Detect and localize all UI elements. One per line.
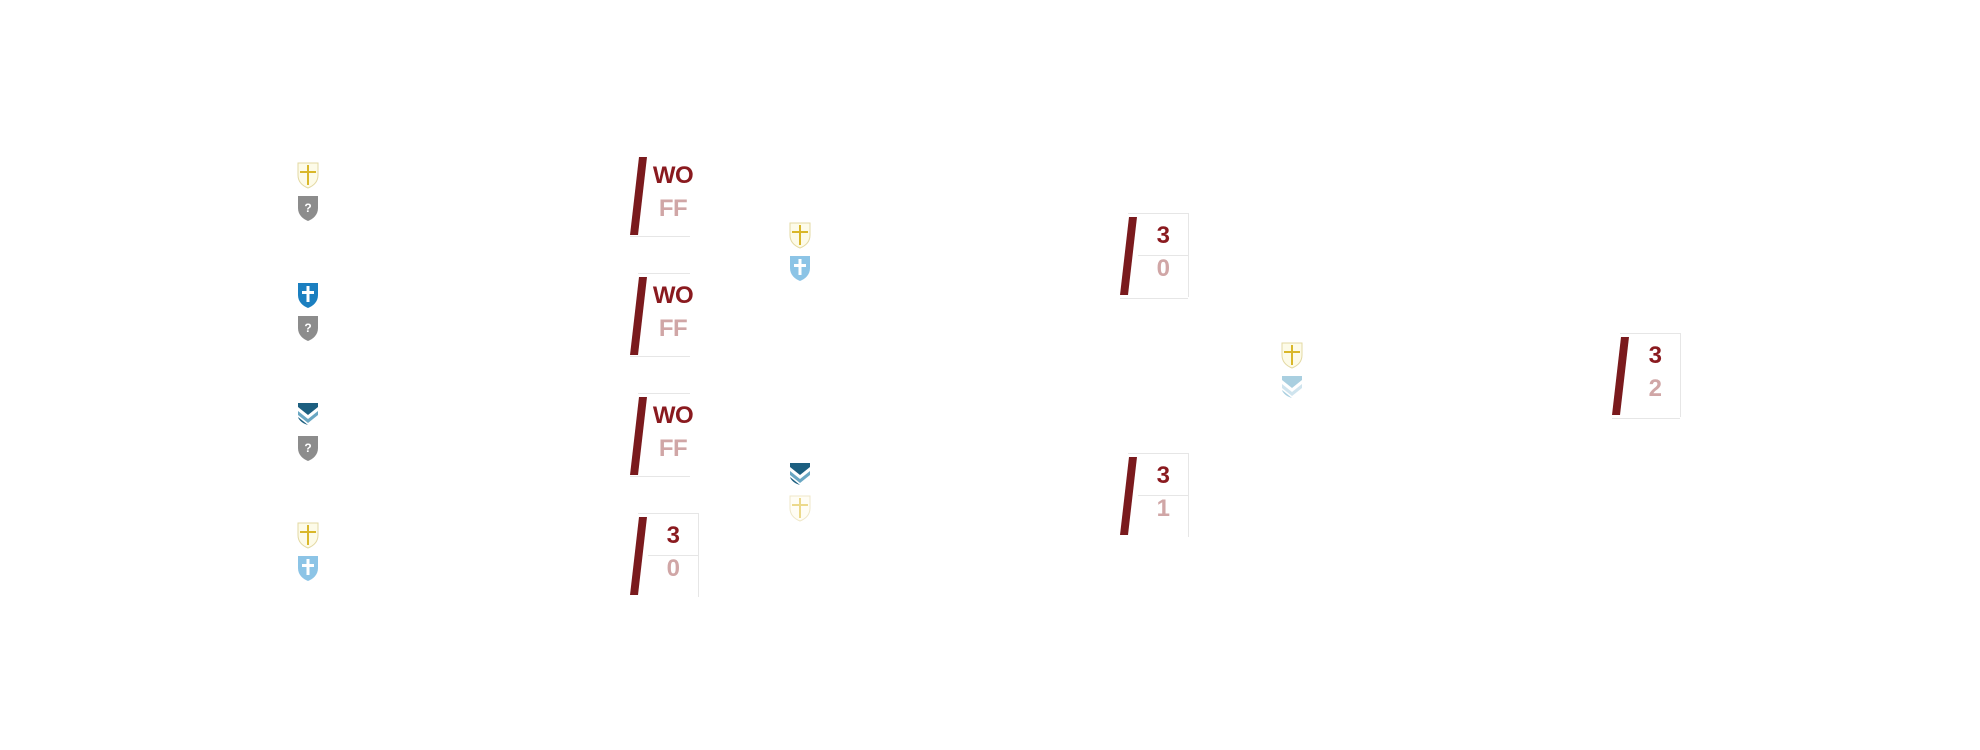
score-box: WO FF <box>630 273 700 357</box>
slash-divider <box>1612 337 1632 417</box>
team-row-2[interactable] <box>296 554 320 582</box>
team-row-1[interactable] <box>788 461 812 489</box>
yellow-cross-crest-icon <box>1280 341 1304 369</box>
score-box: 3 0 <box>630 513 700 597</box>
unknown-team-crest-icon <box>296 314 320 342</box>
team-2-score: FF <box>658 195 688 222</box>
slash-divider <box>630 157 650 237</box>
team-2-score: FF <box>658 435 688 462</box>
team-row-2[interactable] <box>788 494 812 522</box>
yellow-cross-crest-icon <box>788 221 812 249</box>
team-row-1[interactable] <box>1280 341 1304 369</box>
yellow-cross-crest-icon <box>296 521 320 549</box>
team-row-2[interactable] <box>1280 374 1304 402</box>
team-row-2[interactable] <box>296 194 320 222</box>
light-blue-cross-crest-icon <box>788 254 812 282</box>
blue-chevron-crest-icon <box>788 461 812 489</box>
team-1-score: 3 <box>1156 222 1170 249</box>
team-2-score: FF <box>658 315 688 342</box>
blue-cross-crest-icon <box>296 281 320 309</box>
faded-yellow-cross-crest-icon <box>788 494 812 522</box>
light-blue-cross-crest-icon <box>296 554 320 582</box>
team-row-2[interactable] <box>296 314 320 342</box>
blue-chevron-crest-icon <box>296 401 320 429</box>
match-card[interactable]: WO FF <box>296 273 716 357</box>
team-2-score: 2 <box>1648 375 1662 402</box>
team-row-1[interactable] <box>788 221 812 249</box>
team-row-1[interactable] <box>296 161 320 189</box>
team-1-score: 3 <box>1156 462 1170 489</box>
unknown-team-crest-icon <box>296 194 320 222</box>
team-1-score: WO <box>652 282 694 309</box>
faded-blue-chevron-crest-icon <box>1280 374 1304 402</box>
match-card[interactable]: WO FF <box>296 157 716 237</box>
team-row-2[interactable] <box>296 434 320 462</box>
match-card[interactable]: WO FF <box>296 393 716 477</box>
slash-divider <box>630 397 650 477</box>
slash-divider <box>1120 217 1140 297</box>
score-box: 3 2 <box>1612 333 1682 419</box>
score-box: 3 1 <box>1120 453 1190 537</box>
slash-divider <box>630 517 650 597</box>
team-1-score: WO <box>652 162 694 189</box>
team-row-1[interactable] <box>296 521 320 549</box>
team-row-1[interactable] <box>296 281 320 309</box>
score-box: WO FF <box>630 393 700 477</box>
slash-divider <box>1120 457 1140 537</box>
team-1-score: 3 <box>1648 342 1662 369</box>
match-card[interactable]: 3 0 <box>788 213 1208 299</box>
team-1-score: WO <box>652 402 694 429</box>
team-row-1[interactable] <box>296 401 320 429</box>
slash-divider <box>630 277 650 357</box>
match-card[interactable]: 3 2 <box>1280 333 1700 419</box>
match-card[interactable]: 3 1 <box>788 453 1208 537</box>
team-row-2[interactable] <box>788 254 812 282</box>
team-2-score: 1 <box>1156 495 1170 522</box>
team-1-score: 3 <box>666 522 680 549</box>
team-2-score: 0 <box>1156 255 1170 282</box>
match-card[interactable]: 3 0 <box>296 513 716 597</box>
score-box: 3 0 <box>1120 213 1190 299</box>
yellow-cross-crest-icon <box>296 161 320 189</box>
score-box: WO FF <box>630 157 700 237</box>
unknown-team-crest-icon <box>296 434 320 462</box>
team-2-score: 0 <box>666 555 680 582</box>
